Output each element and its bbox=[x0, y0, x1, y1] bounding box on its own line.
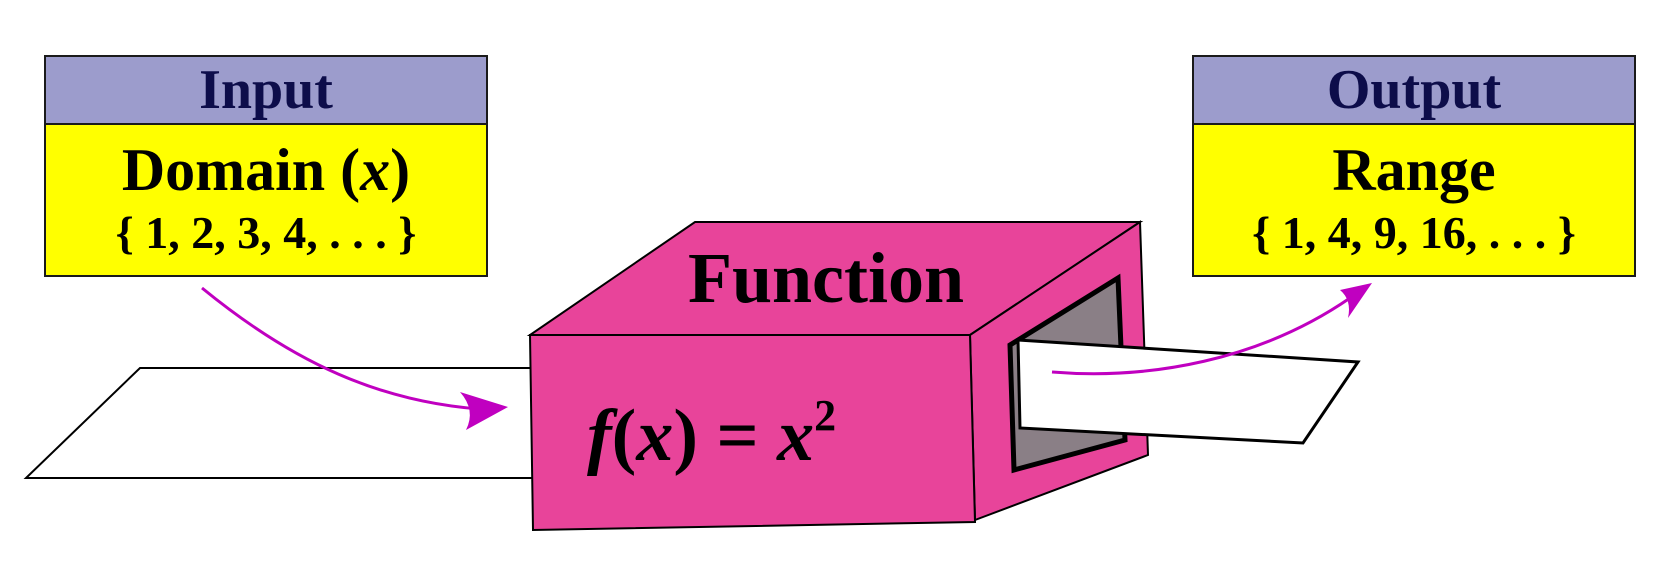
input-header: Input bbox=[46, 57, 486, 125]
output-arrow bbox=[1051, 283, 1372, 376]
domain-set: { 1, 2, 3, 4, . . . } bbox=[115, 207, 417, 258]
function-formula: f(x) = x2 bbox=[587, 391, 836, 477]
output-header: Output bbox=[1194, 57, 1634, 125]
function-label: Function bbox=[688, 238, 964, 318]
input-paper bbox=[23, 367, 561, 479]
output-paper bbox=[1016, 338, 1361, 445]
input-arrow bbox=[201, 286, 508, 430]
output-range-box: Output Range { 1, 4, 9, 16, . . . } bbox=[1192, 55, 1636, 277]
domain-title: Domain (x) bbox=[121, 137, 411, 203]
machine-front-face bbox=[528, 334, 977, 532]
range-panel: Range { 1, 4, 9, 16, . . . } bbox=[1194, 125, 1634, 275]
input-domain-box: Input Domain (x) { 1, 2, 3, 4, . . . } bbox=[44, 55, 488, 277]
range-title: Range bbox=[1332, 137, 1496, 203]
domain-panel: Domain (x) { 1, 2, 3, 4, . . . } bbox=[46, 125, 486, 275]
range-set: { 1, 4, 9, 16, . . . } bbox=[1252, 207, 1576, 258]
